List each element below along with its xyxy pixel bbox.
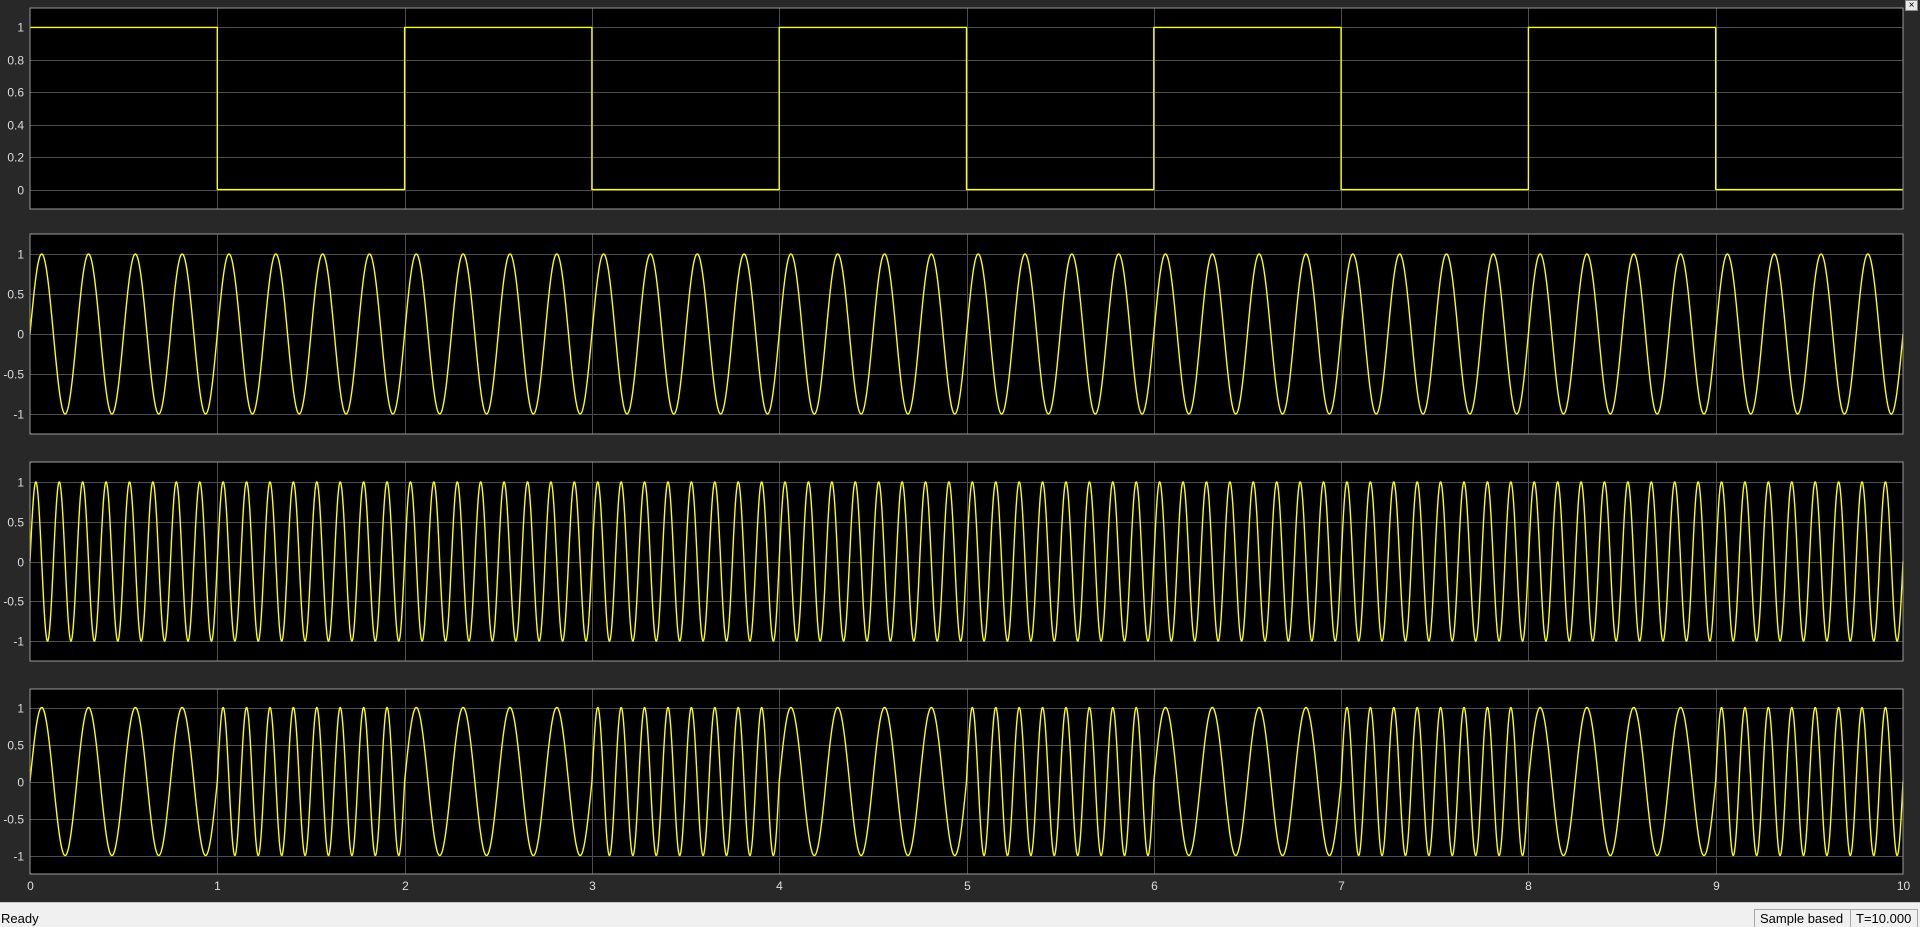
y-tick-label: -0.5 — [3, 595, 24, 609]
scope-plots: 1 0.8 0.6 0.4 0.2 0 1 0.5 0 -0.5 -1 1 0.5 0 -0.5 -1 0 1 2 3… — [3, 7, 1911, 893]
y-tick-label: 0.5 — [7, 516, 24, 530]
y-tick-label: 0 — [17, 776, 24, 790]
x-tick-label: 7 — [1338, 879, 1345, 893]
y-tick-label: 0.4 — [7, 119, 24, 133]
scope-panel-3: 1 0.5 0 -0.5 -1 — [3, 461, 1904, 662]
x-tick-label: 0 — [27, 879, 34, 893]
status-text: Ready — [1, 911, 39, 926]
close-button[interactable]: × — [1905, 0, 1918, 11]
y-tick-label: 0.8 — [7, 54, 24, 68]
x-tick-label: 9 — [1713, 879, 1720, 893]
y-tick-label: -0.5 — [3, 368, 24, 382]
signal-trace-1 — [29, 481, 1904, 642]
x-tick-label: 5 — [964, 879, 971, 893]
signal-trace-1 — [29, 253, 1904, 415]
status-bar: Ready Sample based T=10.000 — [0, 902, 1920, 927]
y-tick-label: 1 — [17, 476, 24, 490]
axes-border — [29, 233, 1904, 435]
y-tick-label: 0.5 — [7, 288, 24, 302]
x-tick-label: 8 — [1525, 879, 1532, 893]
y-tick-label: -0.5 — [3, 813, 24, 827]
y-tick-label: 0.5 — [7, 739, 24, 753]
sample-mode-indicator: Sample based — [1754, 909, 1854, 927]
scope-panel-1: 1 0.8 0.6 0.4 0.2 0 — [7, 7, 1904, 210]
signal-trace-1 — [30, 26, 1903, 191]
x-tick-label: 3 — [589, 879, 596, 893]
scope-panel-4: 0 1 2 3 4 5 6 7 8 9 10 1 0.5 0 -0.5 -1 — [3, 688, 1911, 893]
scope-panel-2: 1 0.5 0 -0.5 -1 — [3, 233, 1904, 435]
x-tick-label: 2 — [402, 879, 409, 893]
axes-border — [29, 7, 1904, 210]
scope-display: 1 0.8 0.6 0.4 0.2 0 1 0.5 0 -0.5 -1 1 0.5 0 -0.5 -1 0 1 2 3… — [3, 7, 1911, 893]
y-tick-label: 0 — [17, 184, 24, 198]
x-tick-label: 1 — [214, 879, 221, 893]
axes-border — [29, 461, 1904, 662]
signal-trace-1 — [29, 706, 1904, 857]
y-tick-label: 0 — [17, 328, 24, 342]
y-tick-label: 0.6 — [7, 86, 24, 100]
y-tick-label: -1 — [13, 850, 24, 864]
y-tick-label: 0 — [17, 556, 24, 570]
simulation-time-indicator: T=10.000 — [1850, 909, 1918, 927]
y-tick-label: 1 — [17, 702, 24, 716]
x-tick-label: 10 — [1897, 879, 1911, 893]
y-tick-label: -1 — [13, 408, 24, 422]
axes-border — [29, 688, 1904, 875]
y-tick-label: -1 — [13, 635, 24, 649]
y-tick-label: 1 — [17, 21, 24, 35]
y-tick-label: 1 — [17, 248, 24, 262]
y-tick-label: 0.2 — [7, 151, 24, 165]
x-tick-label: 6 — [1151, 879, 1158, 893]
x-tick-label: 4 — [776, 879, 783, 893]
